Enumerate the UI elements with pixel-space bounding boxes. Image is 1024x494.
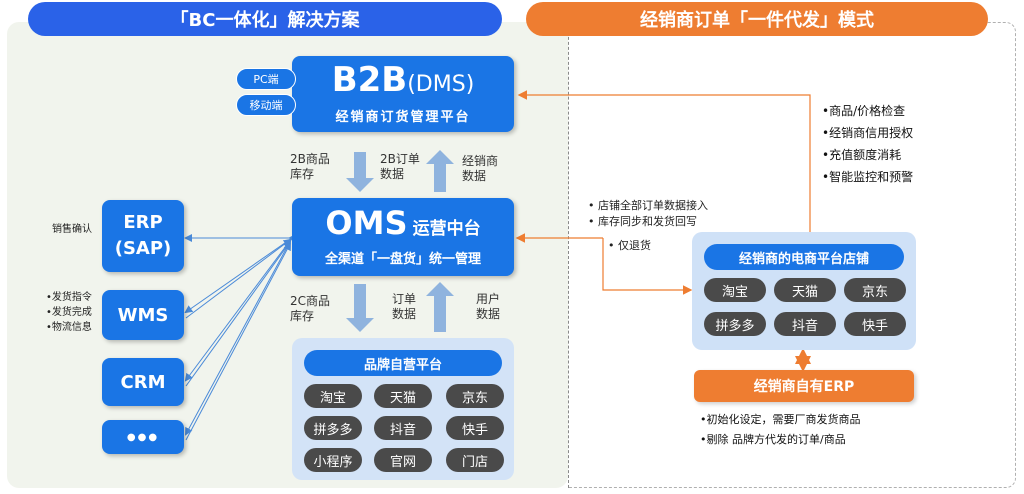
dealer-channel-pinduoduo: 拼多多 bbox=[704, 312, 766, 336]
erp-note: 销售确认 bbox=[52, 224, 92, 235]
right-header: 经销商订单「一件代发」模式 bbox=[526, 2, 988, 36]
wms-box: WMS bbox=[102, 290, 184, 340]
b2b-box: B2B(DMS) 经销商订货管理平台 bbox=[292, 56, 514, 132]
wms-label: WMS bbox=[117, 304, 169, 326]
b2b-check-list: •商品/价格检查 •经销商信用授权 •充值额度消耗 •智能监控和预警 bbox=[822, 100, 913, 188]
b2b-title: B2B bbox=[331, 60, 408, 100]
brand-channel-kuaishou: 快手 bbox=[446, 416, 504, 440]
dealer-links bbox=[515, 90, 811, 295]
panel-divider bbox=[568, 22, 569, 488]
erp-box: ERP (SAP) bbox=[102, 200, 184, 272]
dealer-channel-jd: 京东 bbox=[844, 278, 906, 302]
b2b-title-suffix: (DMS) bbox=[407, 72, 475, 97]
oms-link-item: • 库存同步和发货回写 bbox=[588, 215, 697, 228]
wms-note-2: •发货完成 bbox=[46, 307, 92, 318]
dealer-erp-notes: •初始化设定，需要厂商发货商品 •剔除 品牌方代发的订单/商品 bbox=[700, 410, 861, 450]
dealer-shop-title: 经销商的电商平台店铺 bbox=[704, 244, 904, 270]
brand-channel-miniprogram: 小程序 bbox=[304, 448, 362, 472]
dealer-channel-kuaishou: 快手 bbox=[844, 312, 906, 336]
dealer-channel-tmall: 天猫 bbox=[774, 278, 836, 302]
brand-platform-title: 品牌自营平台 bbox=[304, 350, 502, 376]
flow-2b-order-label: 2B订单 数据 bbox=[380, 152, 420, 181]
brand-channel-tmall: 天猫 bbox=[374, 384, 432, 408]
brand-channel-douyin: 抖音 bbox=[374, 416, 432, 440]
brand-channel-pinduoduo: 拼多多 bbox=[304, 416, 362, 440]
oms-title-suffix: 运营中台 bbox=[412, 219, 481, 239]
dealer-erp-note: •初始化设定，需要厂商发货商品 bbox=[700, 413, 861, 426]
oms-link-item: • 店铺全部订单数据接入 bbox=[588, 199, 708, 212]
erp-label: ERP (SAP) bbox=[114, 212, 172, 259]
flow-2c-inventory-label: 2C商品 库存 bbox=[290, 294, 331, 323]
flow-user-data-label: 用户 数据 bbox=[476, 292, 501, 321]
oms-link-item: • 仅退货 bbox=[608, 239, 651, 252]
more-systems-box: ●●● bbox=[102, 420, 184, 454]
flow-order-label: 订单 数据 bbox=[392, 292, 417, 321]
brand-channel-store: 门店 bbox=[446, 448, 504, 472]
brand-channel-taobao: 淘宝 bbox=[304, 384, 362, 408]
crm-label: CRM bbox=[120, 371, 166, 393]
wms-note-3: •物流信息 bbox=[46, 322, 92, 333]
dealer-erp-note: •剔除 品牌方代发的订单/商品 bbox=[700, 433, 846, 446]
b2b-check-item: •充值额度消耗 bbox=[822, 148, 902, 162]
system-links bbox=[184, 234, 296, 441]
dealer-channel-taobao: 淘宝 bbox=[704, 278, 766, 302]
more-icon: ●●● bbox=[126, 431, 160, 443]
flow-2b-inventory-label: 2B商品 库存 bbox=[290, 152, 330, 181]
left-header: 「BC一体化」解决方案 bbox=[28, 2, 502, 36]
pc-client-tag: PC端 bbox=[236, 68, 296, 90]
brand-channel-jd: 京东 bbox=[446, 384, 504, 408]
b2b-subtitle: 经销商订货管理平台 bbox=[335, 110, 471, 125]
oms-box: OMS 运营中台 全渠道「一盘货」统一管理 bbox=[292, 198, 514, 276]
oms-title: OMS bbox=[325, 204, 408, 242]
mobile-client-tag: 移动端 bbox=[236, 94, 296, 116]
flow-arrows-bottom bbox=[346, 282, 454, 332]
crm-box: CRM bbox=[102, 358, 184, 406]
flow-arrows-top bbox=[346, 150, 454, 192]
dealer-channel-douyin: 抖音 bbox=[774, 312, 836, 336]
wms-note-1: •发货指令 bbox=[46, 292, 92, 303]
oms-subtitle: 全渠道「一盘货」统一管理 bbox=[324, 252, 481, 267]
flow-dealer-data-label: 经销商 数据 bbox=[462, 154, 499, 183]
brand-channel-website: 官网 bbox=[374, 448, 432, 472]
b2b-check-item: •智能监控和预警 bbox=[822, 170, 914, 184]
b2b-check-item: •商品/价格检查 bbox=[822, 104, 906, 118]
dealer-erp-box: 经销商自有ERP bbox=[694, 370, 914, 402]
b2b-check-item: •经销商信用授权 bbox=[822, 126, 914, 140]
